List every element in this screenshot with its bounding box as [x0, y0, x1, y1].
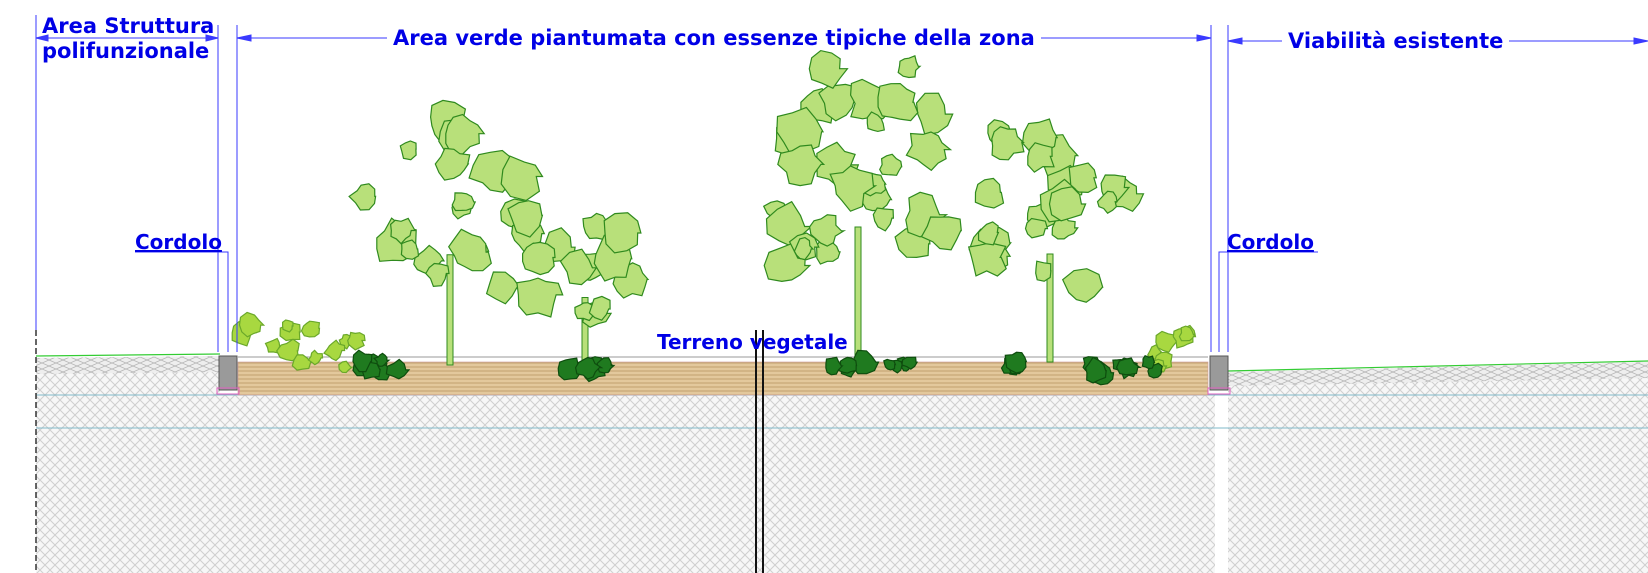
road-surface-right	[1228, 362, 1648, 386]
ground-right	[1228, 362, 1648, 573]
ground-left	[36, 356, 220, 573]
label-area-struttura-1: Area Struttura	[42, 14, 215, 38]
trees	[348, 49, 1145, 366]
shrub-dark-5	[1082, 354, 1163, 386]
label-cordolo-right: Cordolo	[1227, 230, 1314, 254]
tree-1	[348, 99, 546, 366]
label-viabilita: Viabilità esistente	[1282, 31, 1510, 52]
label-terreno-vegetale: Terreno vegetale	[657, 330, 848, 354]
ground-line-right	[1227, 360, 1648, 372]
ground-center	[220, 395, 1215, 573]
shrubs	[231, 311, 1197, 386]
section-break-line	[755, 330, 764, 573]
curb-right	[1207, 355, 1231, 395]
shrub-dark-3	[825, 349, 919, 378]
shrub-dark-4	[1000, 351, 1028, 376]
ground-section	[35, 330, 1648, 573]
shrub-bright-left	[231, 311, 321, 371]
label-area-struttura-2: polifunzionale	[42, 39, 210, 63]
ground-line-left	[35, 353, 221, 357]
tree-2	[516, 212, 650, 366]
curb-left	[216, 355, 240, 395]
shrub-dark-1	[352, 349, 411, 381]
shrub-dark-2	[557, 356, 616, 383]
label-area-verde: Area verde piantumata con essenze tipich…	[387, 28, 1041, 49]
pavement-left	[36, 356, 220, 374]
tree-4	[967, 118, 1145, 363]
shrub-bright-left-2	[307, 331, 382, 374]
tree-3	[762, 49, 962, 363]
label-cordolo-left: Cordolo	[135, 230, 222, 254]
